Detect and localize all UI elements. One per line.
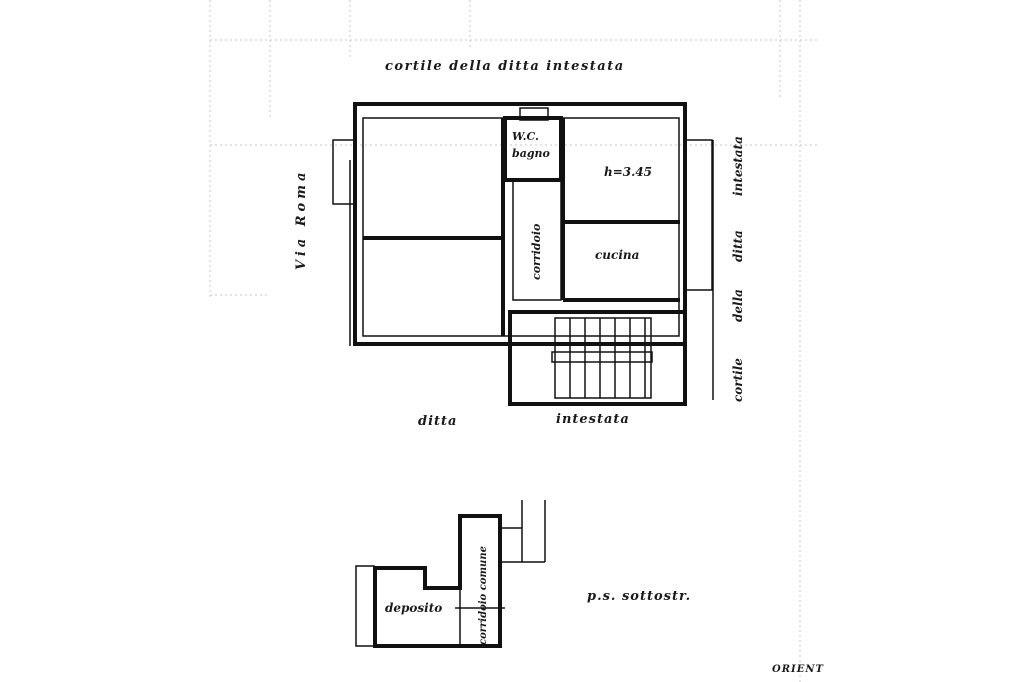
bath-label: bagno: [512, 147, 550, 160]
basement-plan: [355, 500, 546, 648]
kitchen-label: cucina: [595, 248, 639, 262]
background-grid: [209, 0, 820, 682]
corridor-label: corridoio: [530, 224, 543, 280]
basement-level-label: p.s. sottostr.: [587, 589, 691, 604]
stair-treads: [569, 318, 646, 398]
orientation-label: ORIENT: [772, 664, 824, 675]
bottom-label-intestata: intestata: [556, 412, 630, 427]
courtyard-top-label: cortile della ditta intestata: [385, 59, 625, 74]
right-courtyard-label-b: ditta: [731, 230, 745, 262]
height-label: h=3.45: [604, 165, 652, 179]
right-courtyard-label-a: intestata: [731, 136, 745, 196]
right-courtyard-label-d: cortile: [731, 358, 745, 402]
bottom-label-ditta: ditta: [418, 414, 457, 429]
street-label: Via Roma: [294, 169, 309, 270]
storage-label: deposito: [385, 601, 442, 615]
right-courtyard-label-c: della: [731, 289, 745, 322]
shared-corridor-label: corridoio comune: [478, 546, 489, 645]
apartment-plan: [332, 102, 714, 406]
wc-label: W.C.: [512, 130, 539, 143]
